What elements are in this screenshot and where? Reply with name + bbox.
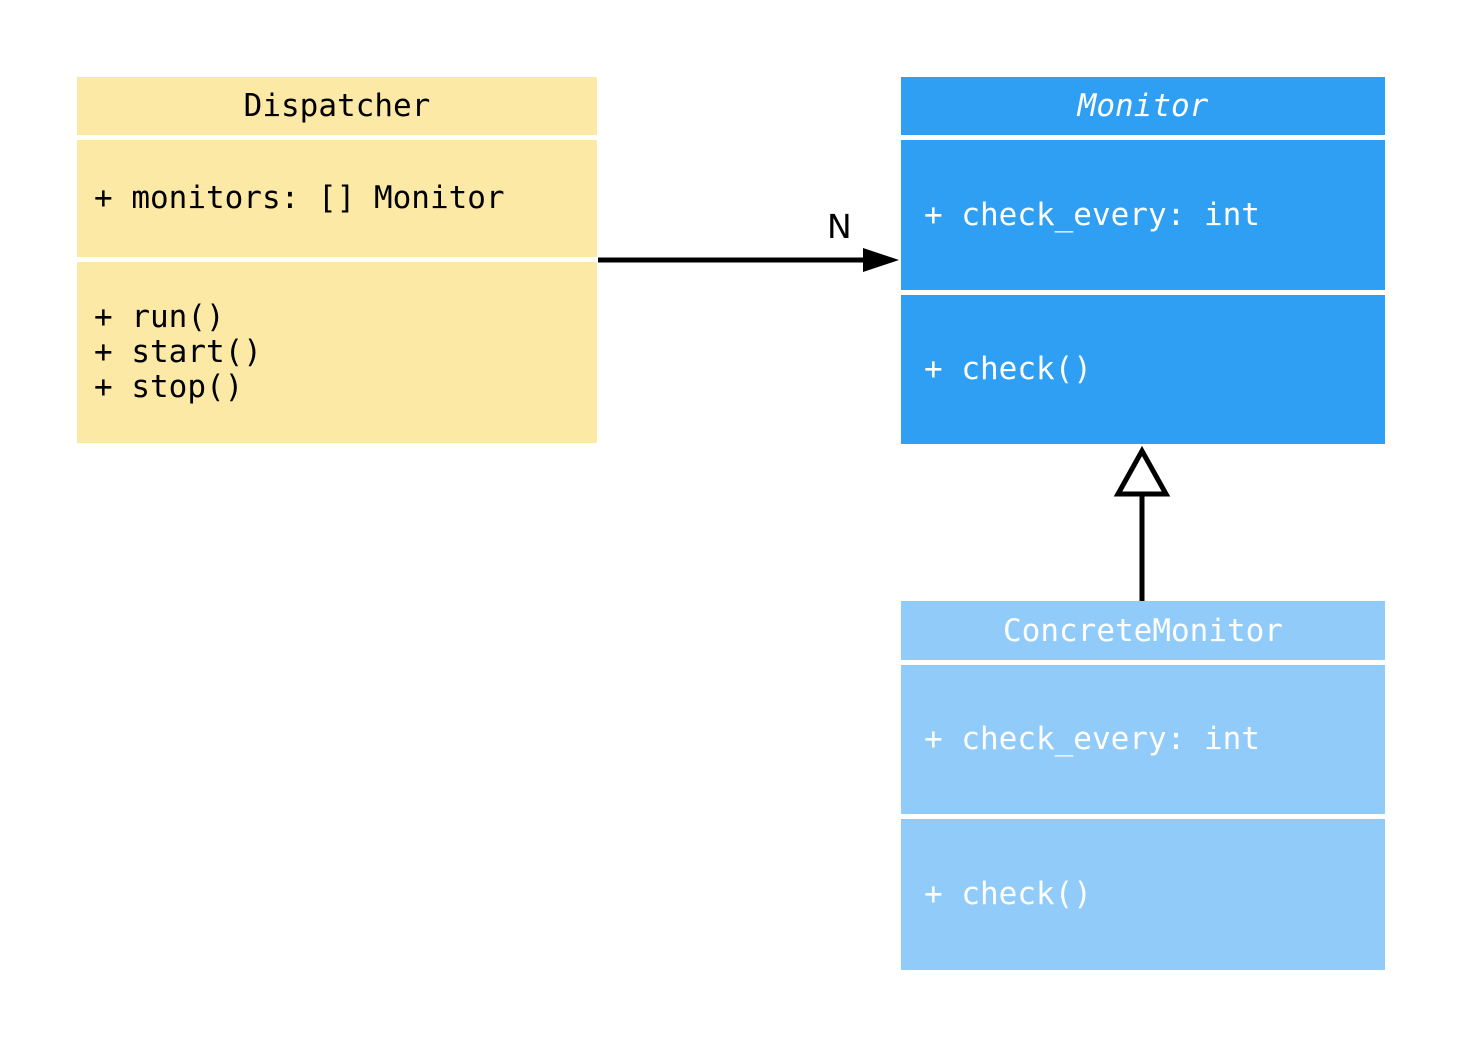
method-check: + check() bbox=[924, 876, 1092, 912]
class-concrete-monitor: ConcreteMonitor + check_every: int + che… bbox=[901, 601, 1385, 970]
section-divider bbox=[901, 290, 1385, 295]
association-arrow bbox=[598, 248, 899, 272]
section-divider bbox=[901, 135, 1385, 140]
attribute-check-every: + check_every: int bbox=[924, 721, 1260, 757]
class-dispatcher-methods: + run() + start() + stop() bbox=[77, 262, 597, 443]
method-start: + start() bbox=[94, 334, 262, 370]
class-concrete-monitor-title: ConcreteMonitor bbox=[901, 601, 1385, 660]
method-run: + run() bbox=[94, 299, 225, 335]
section-divider bbox=[77, 135, 597, 140]
class-monitor-attributes: + check_every: int bbox=[901, 140, 1385, 290]
class-concrete-monitor-methods: + check() bbox=[901, 819, 1385, 970]
class-dispatcher: Dispatcher + monitors: [] Monitor + run(… bbox=[77, 77, 597, 443]
class-dispatcher-title: Dispatcher bbox=[77, 77, 597, 135]
method-check: + check() bbox=[924, 351, 1092, 387]
class-monitor: Monitor + check_every: int + check() bbox=[901, 77, 1385, 444]
section-divider bbox=[77, 257, 597, 262]
inheritance-arrow bbox=[1113, 445, 1171, 601]
attribute-check-every: + check_every: int bbox=[924, 196, 1260, 233]
section-divider bbox=[901, 814, 1385, 819]
method-stop: + stop() bbox=[94, 369, 244, 405]
class-monitor-title: Monitor bbox=[901, 77, 1385, 135]
association-multiplicity-label: N bbox=[827, 207, 852, 246]
class-monitor-methods: + check() bbox=[901, 295, 1385, 444]
attribute-monitors: + monitors: [] Monitor bbox=[94, 180, 505, 216]
class-concrete-monitor-attributes: + check_every: int bbox=[901, 665, 1385, 814]
section-divider bbox=[901, 660, 1385, 665]
class-dispatcher-attributes: + monitors: [] Monitor bbox=[77, 140, 597, 257]
